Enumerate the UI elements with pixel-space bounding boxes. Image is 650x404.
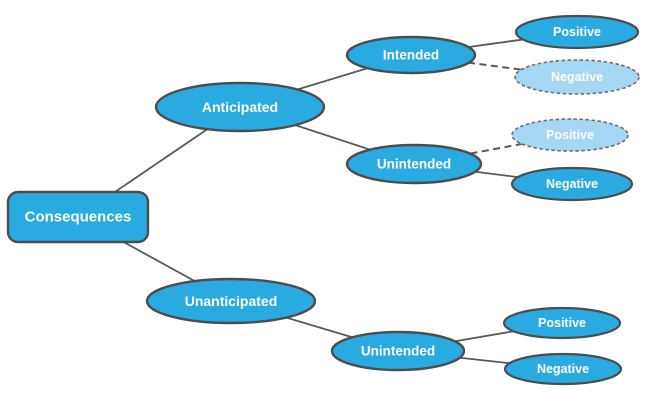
node-intended: Intended [345,35,477,75]
unintended-u-positive-label: Positive [538,316,586,330]
node-unintended-a-negative: Negative [510,166,634,202]
unintended-anticipated-shape [345,143,483,185]
consequences-shape [6,190,150,244]
edge-layer [77,31,578,370]
anticipated-shape [154,81,326,133]
intended-negative-shape [514,59,640,95]
intended-positive-label: Positive [553,25,601,39]
node-intended-positive: Positive [514,14,640,50]
node-unintended-u-negative: Negative [503,352,623,386]
unintended-a-negative-label: Negative [546,177,598,191]
unintended-a-negative-shape [510,166,634,202]
intended-negative-label: Negative [551,70,603,84]
intended-label: Intended [383,48,439,63]
unintended-a-positive-shape [511,118,629,152]
anticipated-label: Anticipated [202,99,278,115]
node-unintended-u-positive: Positive [502,306,622,340]
unintended-a-positive-label: Positive [546,128,594,142]
node-unintended-a-positive: Positive [511,118,629,152]
consequences-label: Consequences [25,209,132,226]
unanticipated-label: Unanticipated [185,293,278,309]
unintended-unanticipated-label: Unintended [361,344,435,359]
unintended-u-negative-label: Negative [537,362,589,376]
node-unintended-unanticipated: Unintended [330,330,466,372]
intended-positive-shape [514,14,640,50]
node-intended-negative: Negative [514,59,640,95]
node-unanticipated: Unanticipated [145,277,317,325]
unanticipated-shape [145,277,317,325]
node-unintended-anticipated: Unintended [345,143,483,185]
unintended-unanticipated-shape [330,330,466,372]
node-consequences: Consequences [6,190,150,244]
node-anticipated: Anticipated [154,81,326,133]
unintended-anticipated-label: Unintended [377,157,451,172]
unintended-u-negative-shape [503,352,623,386]
intended-shape [345,35,477,75]
unintended-u-positive-shape [502,306,622,340]
